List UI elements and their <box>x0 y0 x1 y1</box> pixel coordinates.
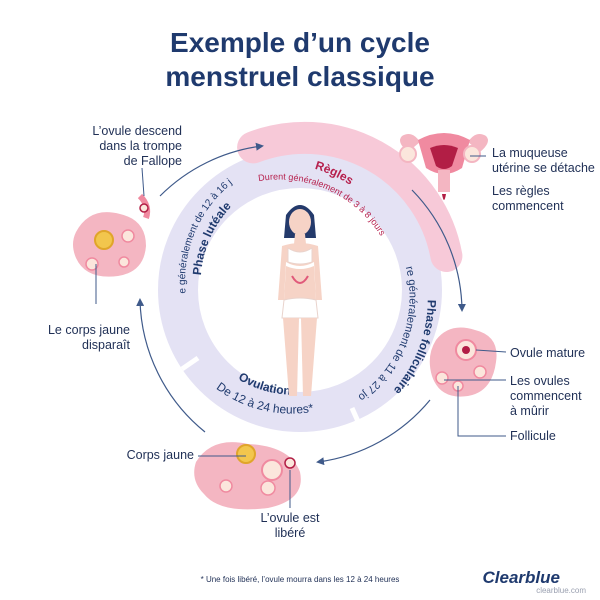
phase-divider <box>180 355 200 372</box>
ovary-ovulation <box>194 442 301 510</box>
ovary-luteal <box>73 193 151 277</box>
woman-figure <box>278 205 322 396</box>
regles-band <box>237 121 463 272</box>
label-follicule: Follicule <box>510 429 556 443</box>
arrow-to-regles <box>159 142 264 197</box>
leader-lines <box>95 155 507 508</box>
label-ovule-mature: Ovule mature <box>510 346 586 360</box>
page-title-line-2: menstruel classique <box>165 61 435 92</box>
label-regles-commencent: Les règles commencent <box>492 184 564 213</box>
brand-logo: Clearblue <box>482 568 560 587</box>
label-muqueuse: La muqueuse utérine se détache <box>492 146 595 175</box>
label-ovule-descend: L’ovule descend dans la trompe de Fallop… <box>92 124 182 168</box>
phase-divider <box>349 406 363 428</box>
arrow-to-ovulation <box>316 399 431 466</box>
arrow-to-luteal <box>136 298 206 433</box>
arrow-to-follicular <box>411 189 466 312</box>
label-ovules-murir: Les ovules commencent à mûrir <box>510 374 582 418</box>
ovary-follicular <box>429 327 497 397</box>
cycle-ring <box>158 148 442 432</box>
watermark: clearblue.com <box>536 586 586 595</box>
uterus-illustration <box>399 133 488 200</box>
label-ovule-libere: L’ovule est libéré <box>260 511 320 540</box>
label-corps-jaune-disparait: Le corps jaune disparaît <box>47 323 130 352</box>
page-title-line-1: Exemple d’un cycle <box>170 27 430 58</box>
footnote: * Une fois libéré, l’ovule mourra dans l… <box>200 575 400 584</box>
label-corps-jaune: Corps jaune <box>126 448 194 462</box>
